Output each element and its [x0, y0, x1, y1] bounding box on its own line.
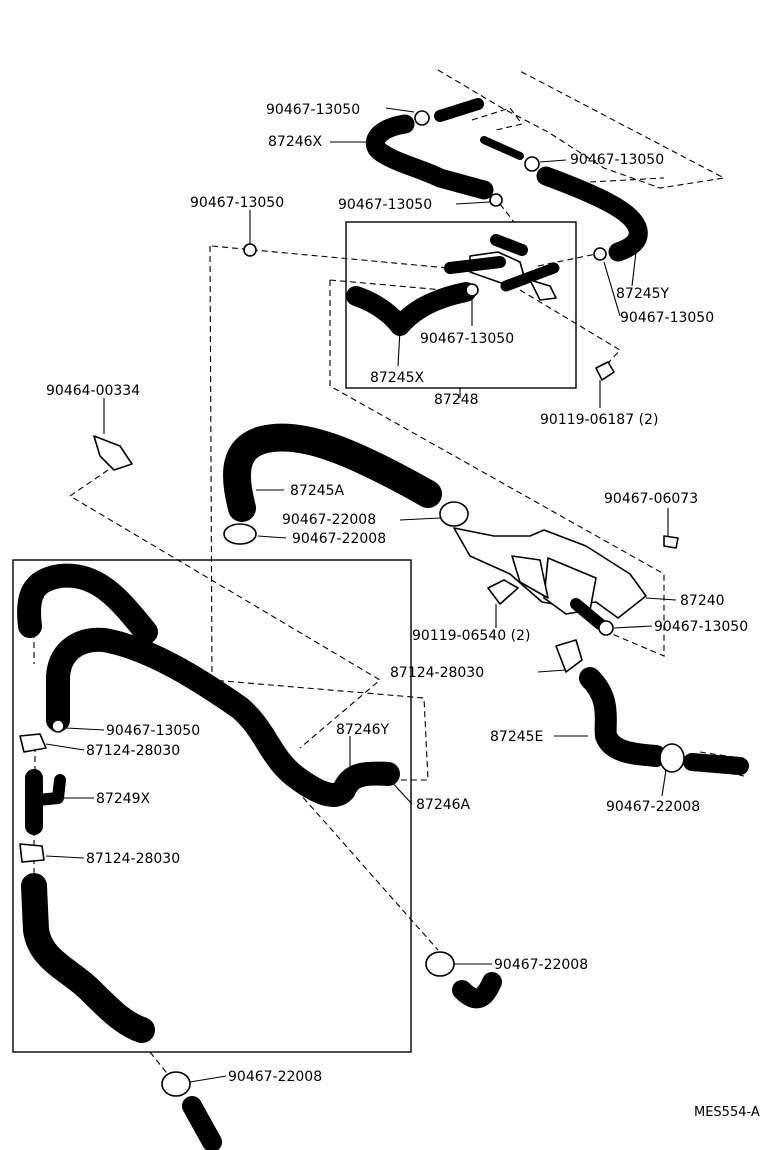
part-label: 90467-13050 [338, 197, 432, 213]
part-label: 87245A [290, 483, 345, 499]
valve-subassembly-box [345, 221, 577, 389]
part-label: 87245X [370, 370, 425, 386]
part-label: 87124-28030 [390, 665, 484, 681]
pipe-right-exit [683, 753, 749, 775]
part-label: 90464-00334 [46, 383, 140, 399]
part-label: 87124-28030 [86, 851, 180, 867]
hose-bottom-stub [182, 1096, 222, 1150]
part-number-labels: 90467-13050 87246X 90467-13050 90467-130… [46, 102, 760, 1120]
part-label: 90467-22008 [282, 512, 376, 528]
hose-87246x-upper [365, 114, 494, 200]
part-label: 90467-22008 [292, 531, 386, 547]
diagram-id: MES554-A [694, 1105, 760, 1120]
part-label: 90467-13050 [570, 152, 664, 168]
water-valve-87248 [444, 234, 560, 301]
part-label: 90467-13050 [654, 619, 748, 635]
valve-body-87240 [453, 527, 647, 630]
part-label: 87246X [268, 134, 323, 150]
part-label: 90467-13050 [420, 331, 514, 347]
hose-87245a [223, 423, 442, 522]
bolt-icon [487, 361, 679, 605]
part-label: 90467-22008 [606, 799, 700, 815]
part-label: 87249X [96, 791, 151, 807]
pipe-top-small [434, 98, 524, 160]
part-label: 87240 [680, 593, 725, 609]
hose-lower-left-upper [17, 563, 158, 644]
lower-hose-group-box [12, 559, 412, 1053]
part-label: 87246A [416, 797, 471, 813]
part-label: 90467-22008 [494, 957, 588, 973]
part-label: 90467-22008 [228, 1069, 322, 1085]
part-label: 87246Y [336, 722, 390, 738]
hose-87245e [579, 667, 667, 767]
part-label: 90119-06187 (2) [540, 412, 658, 428]
hose-lower-mid [452, 972, 502, 1009]
large-clamp-icon [161, 501, 685, 1097]
part-label: 87124-28030 [86, 743, 180, 759]
part-label: 87245E [490, 729, 543, 745]
part-label: 90467-13050 [106, 723, 200, 739]
clip-icon [19, 435, 583, 863]
hose-lower-left-long [21, 873, 155, 1043]
part-label: 90467-06073 [604, 491, 698, 507]
part-label: 87245Y [616, 286, 670, 302]
leader-lines [45, 107, 677, 1083]
part-label: 90119-06540 (2) [412, 628, 530, 644]
part-label: 87248 [434, 392, 479, 408]
pipe-87249x [25, 769, 66, 835]
hose-87245y-upper [536, 166, 648, 262]
hose-87245x [346, 282, 476, 336]
part-label: 90467-13050 [620, 310, 714, 326]
part-label: 90467-13050 [190, 195, 284, 211]
part-label: 90467-13050 [266, 102, 360, 118]
hose-87246a [46, 627, 400, 807]
